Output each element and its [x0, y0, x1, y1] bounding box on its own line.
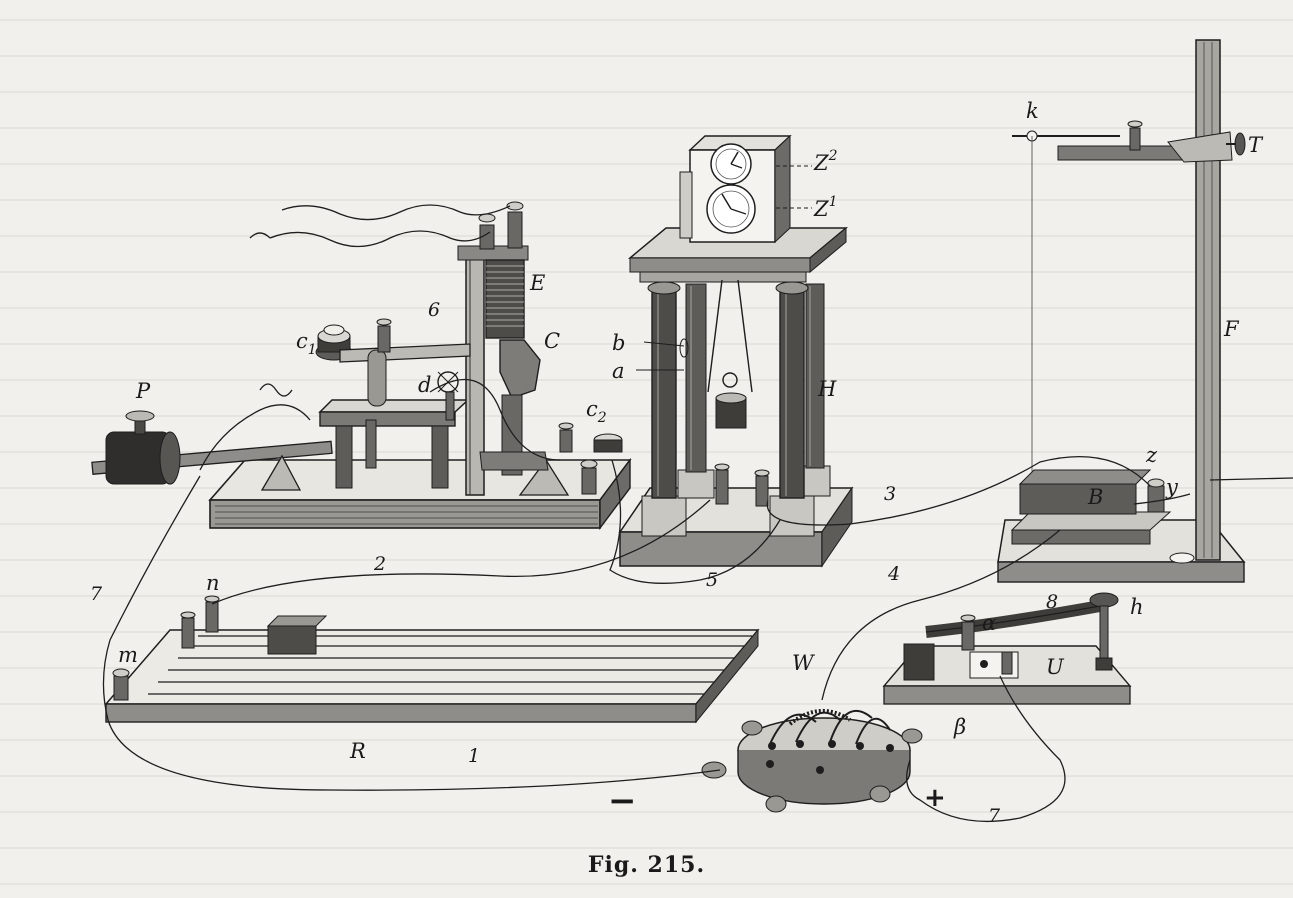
switch-W [701, 708, 923, 813]
label-6: 6 [428, 299, 440, 321]
label-c2: c2 [586, 397, 607, 426]
label-H: H [817, 377, 837, 401]
figure-caption: Fig. 215. [587, 852, 706, 878]
clock-stand [618, 134, 854, 568]
label-C: C [544, 329, 560, 353]
label-n: n [206, 571, 220, 595]
label-E: E [529, 271, 545, 295]
label-y: y [1165, 475, 1179, 499]
label-R: R [349, 739, 366, 763]
label-8: 8 [1046, 591, 1058, 613]
label-m: m [118, 643, 138, 667]
key-apparatus [882, 592, 1132, 705]
label-5: 5 [706, 569, 718, 591]
label-Z2: Z2 [813, 148, 838, 175]
label-B: B [1087, 485, 1103, 509]
label-minus: − [608, 781, 637, 821]
label-h: h [1130, 595, 1144, 619]
connecting-wires [102, 204, 1293, 823]
label-P: P [135, 379, 151, 403]
label-4: 4 [887, 563, 900, 585]
label-b: b [612, 331, 625, 355]
label-F: F [1223, 317, 1240, 341]
label-alpha: α [982, 611, 996, 635]
label-beta: β [953, 715, 966, 739]
rheostat-board [104, 595, 760, 724]
label-W: W [792, 651, 816, 675]
label-k: k [1026, 99, 1039, 123]
label-7-left: 7 [90, 583, 103, 605]
label-1: 1 [468, 745, 480, 767]
label-7-right: 7 [988, 805, 1001, 827]
label-Z1: Z1 [813, 194, 838, 221]
label-z: z [1145, 443, 1158, 467]
label-2: 2 [373, 553, 386, 575]
label-T: T [1248, 133, 1264, 157]
label-d: d [418, 373, 431, 397]
label-U: U [1046, 655, 1065, 679]
label-plus: + [924, 783, 946, 813]
label-3: 3 [884, 483, 896, 505]
left-apparatus [91, 201, 632, 531]
label-c1: c1 [296, 329, 317, 358]
label-a: a [612, 359, 625, 383]
figure-labels: P c1 6 E C d c2 Z2 Z1 b a H k T F z y B … [90, 99, 1264, 827]
